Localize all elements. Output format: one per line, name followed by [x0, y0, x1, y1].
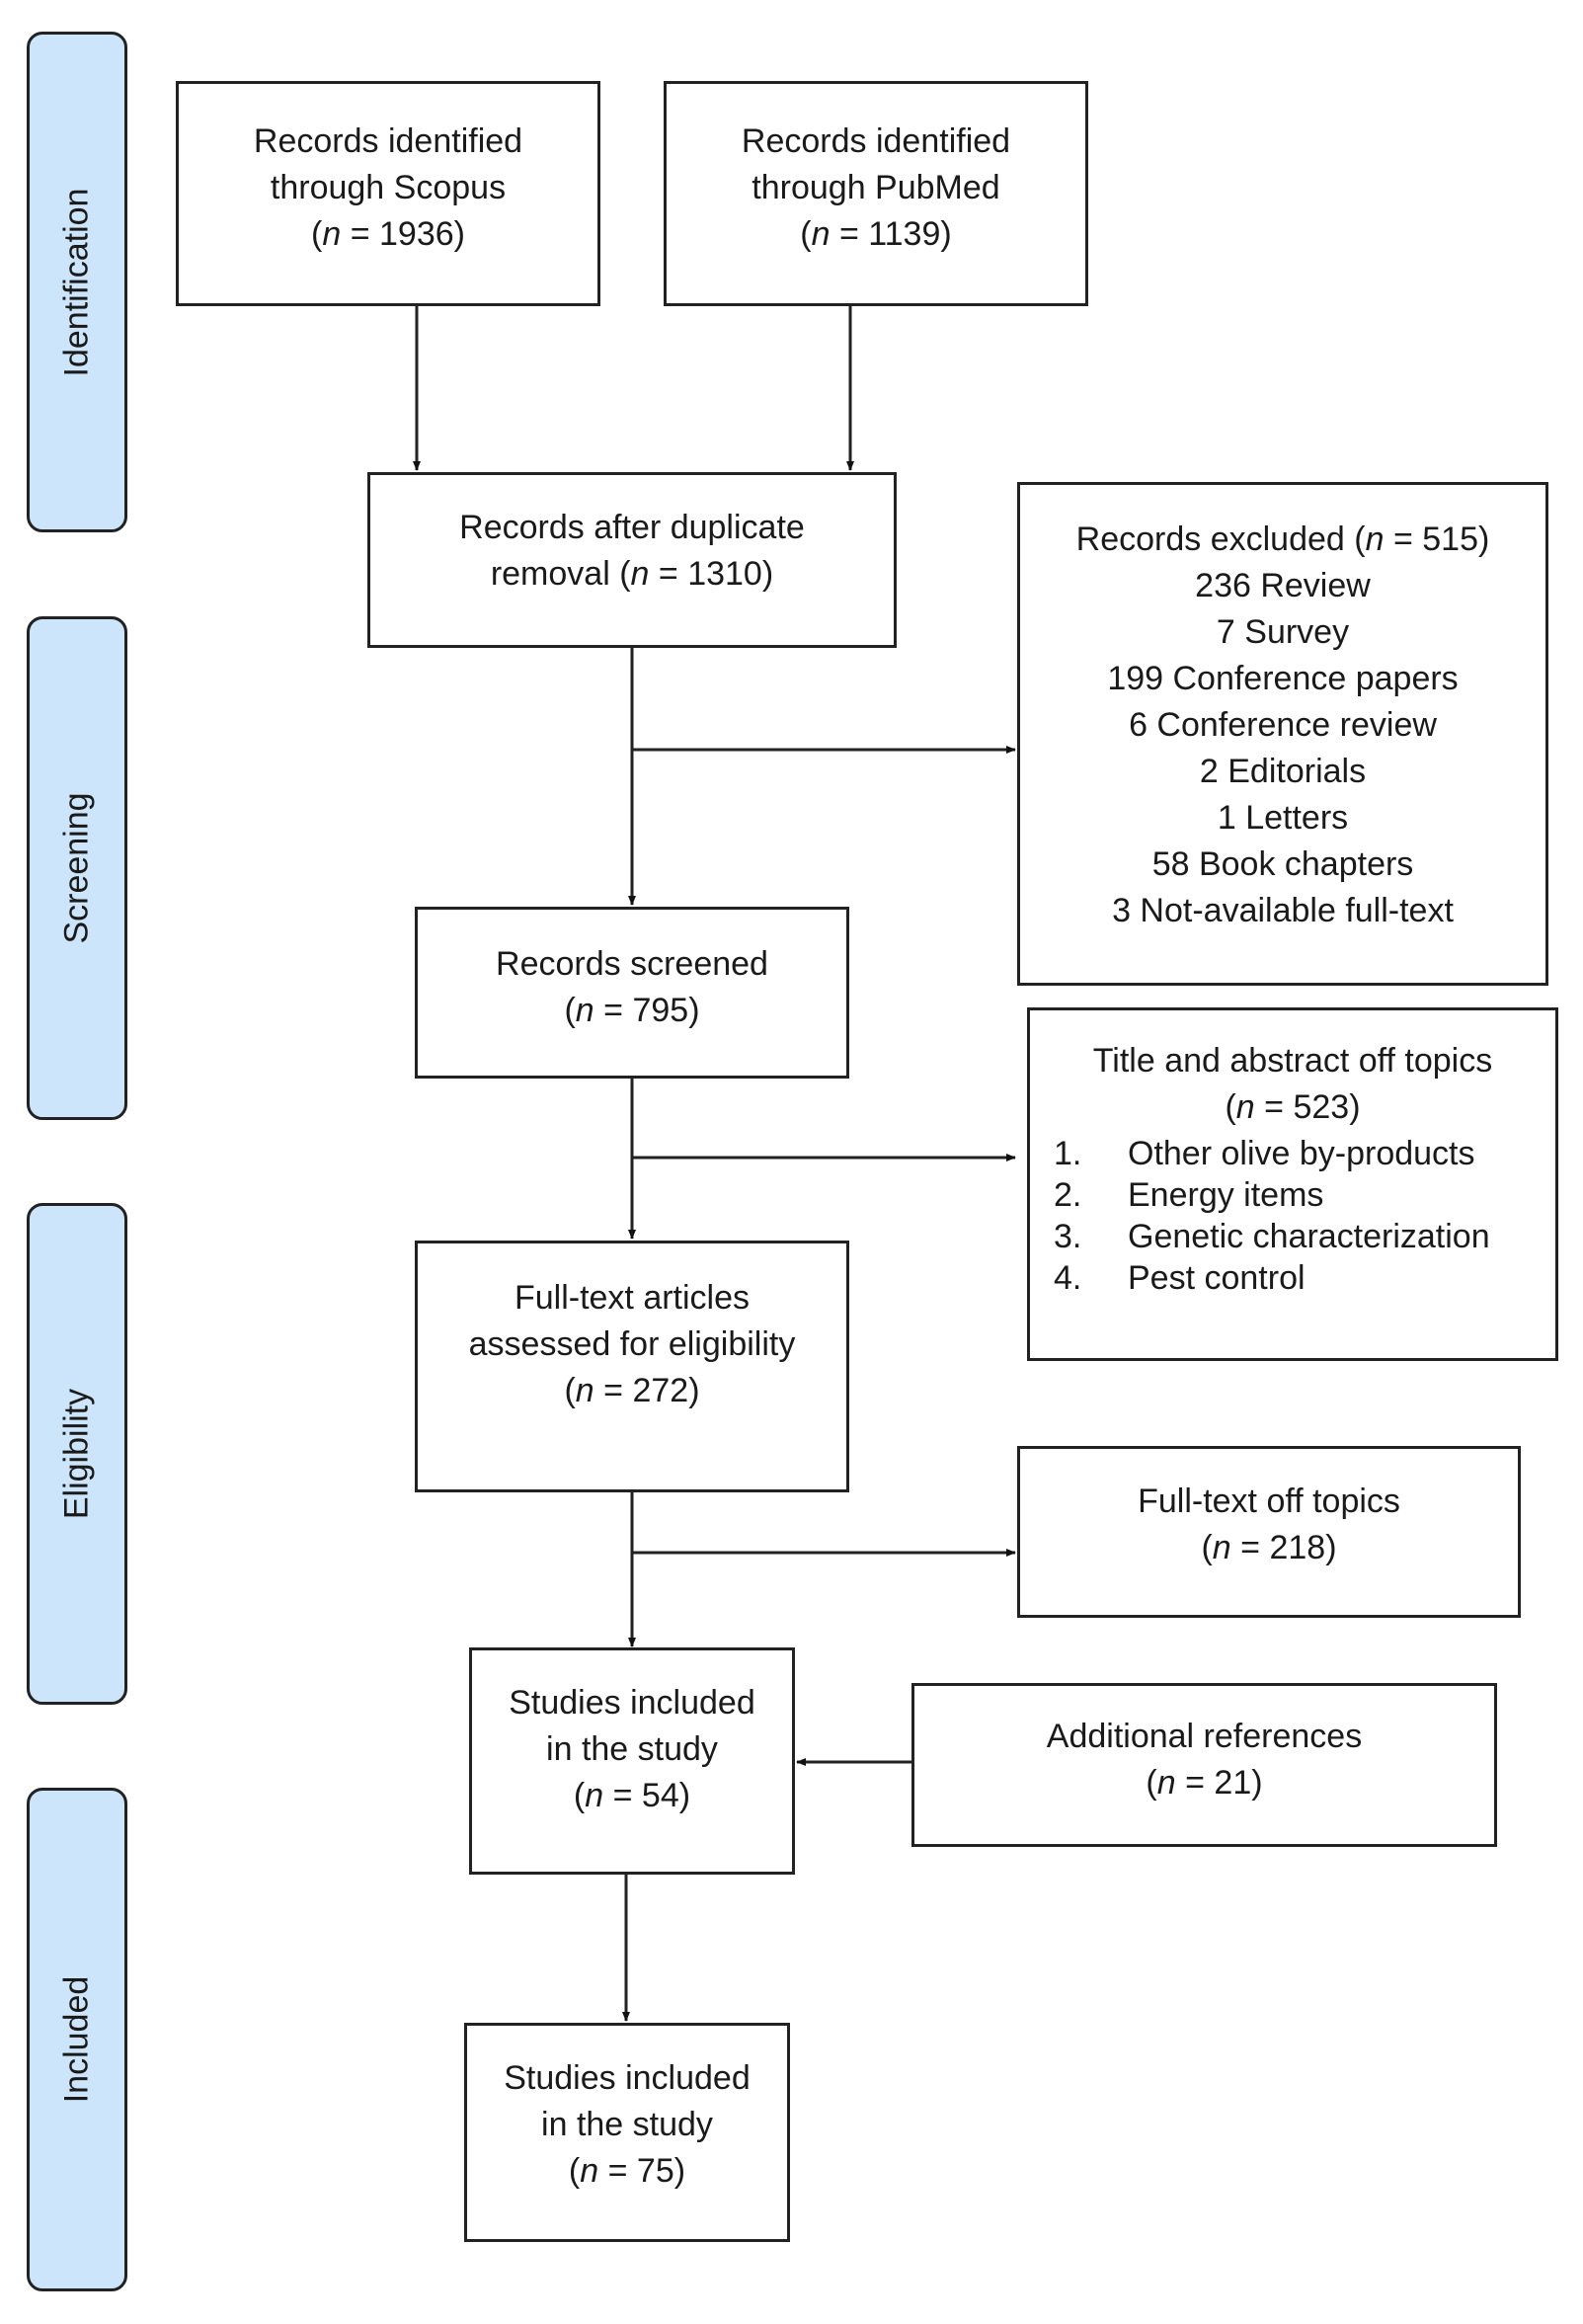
screened-count: (n = 795): [564, 992, 700, 1029]
included1-line1: Studies included: [509, 1684, 755, 1722]
box-studies-included-75: Studies included in the study (n = 75): [464, 2023, 790, 2242]
duplicates-line2: removal (n = 1310): [490, 555, 774, 593]
included2-count: (n = 75): [568, 2152, 686, 2190]
stage-eligibility: Eligibility: [27, 1203, 127, 1705]
fulltext-count: (n = 272): [564, 1372, 700, 1409]
excluded-item: 2 Editorials: [1199, 753, 1367, 790]
box-pubmed: Records identified through PubMed (n = 1…: [664, 81, 1088, 306]
offtopic-list-item: 1.Other olive by-products: [1054, 1135, 1475, 1172]
excluded-title: Records excluded (n = 515): [1075, 521, 1490, 558]
excluded-item: 3 Not-available full-text: [1112, 892, 1454, 929]
included2-line1: Studies included: [504, 2059, 751, 2097]
box-fulltext-off-topics: Full-text off topics (n = 218): [1017, 1446, 1521, 1618]
fulltext-off-line1: Full-text off topics: [1138, 1483, 1400, 1520]
excluded-item: 7 Survey: [1216, 613, 1350, 651]
excluded-item: 236 Review: [1195, 567, 1371, 604]
included1-count: (n = 54): [573, 1777, 691, 1814]
stage-included: Included: [27, 1788, 127, 2291]
box-fulltext-assessed: Full-text articles assessed for eligibil…: [415, 1241, 849, 1492]
box-scopus: Records identified through Scopus (n = 1…: [176, 81, 600, 306]
additional-line1: Additional references: [1046, 1718, 1363, 1755]
box-studies-included-54: Studies included in the study (n = 54): [469, 1647, 795, 1875]
offtopic-list-item: 2.Energy items: [1054, 1176, 1324, 1214]
fulltext-line2: assessed for eligibility: [468, 1325, 796, 1363]
offtopic-title: Title and abstract off topics: [1092, 1042, 1493, 1080]
stage-identification: Identification: [27, 32, 127, 532]
excluded-item: 6 Conference review: [1129, 706, 1437, 744]
offtopic-list-item: 3.Genetic characterization: [1054, 1218, 1490, 1255]
included1-line2: in the study: [546, 1730, 718, 1768]
pubmed-line2: through PubMed: [752, 169, 1000, 206]
excluded-item: 58 Book chapters: [1151, 845, 1414, 883]
scopus-line1: Records identified: [253, 122, 523, 160]
box-duplicates: Records after duplicate removal (n = 131…: [367, 472, 897, 648]
scopus-count: (n = 1936): [311, 215, 465, 253]
screened-line1: Records screened: [496, 945, 768, 983]
additional-count: (n = 21): [1146, 1764, 1263, 1802]
excluded-item: 1 Letters: [1217, 799, 1349, 837]
box-additional-references: Additional references (n = 21): [911, 1683, 1497, 1847]
offtopic-list: 1.Other olive by-products 2.Energy items…: [1030, 1133, 1555, 1299]
duplicates-line1: Records after duplicate: [459, 509, 805, 546]
fulltext-off-count: (n = 218): [1201, 1529, 1337, 1566]
pubmed-count: (n = 1139): [800, 215, 952, 253]
fulltext-line1: Full-text articles: [514, 1279, 751, 1317]
scopus-line2: through Scopus: [270, 169, 507, 206]
box-records-excluded: Records excluded (n = 515) 236 Review 7 …: [1017, 482, 1548, 986]
box-records-screened: Records screened (n = 795): [415, 907, 849, 1079]
excluded-item: 199 Conference papers: [1107, 660, 1459, 697]
included2-line2: in the study: [541, 2106, 713, 2143]
offtopic-count: (n = 523): [1225, 1088, 1361, 1126]
offtopic-list-item: 4.Pest control: [1054, 1259, 1306, 1297]
stage-screening: Screening: [27, 616, 127, 1120]
box-title-abstract-off-topics: Title and abstract off topics (n = 523) …: [1027, 1007, 1558, 1361]
pubmed-line1: Records identified: [741, 122, 1011, 160]
